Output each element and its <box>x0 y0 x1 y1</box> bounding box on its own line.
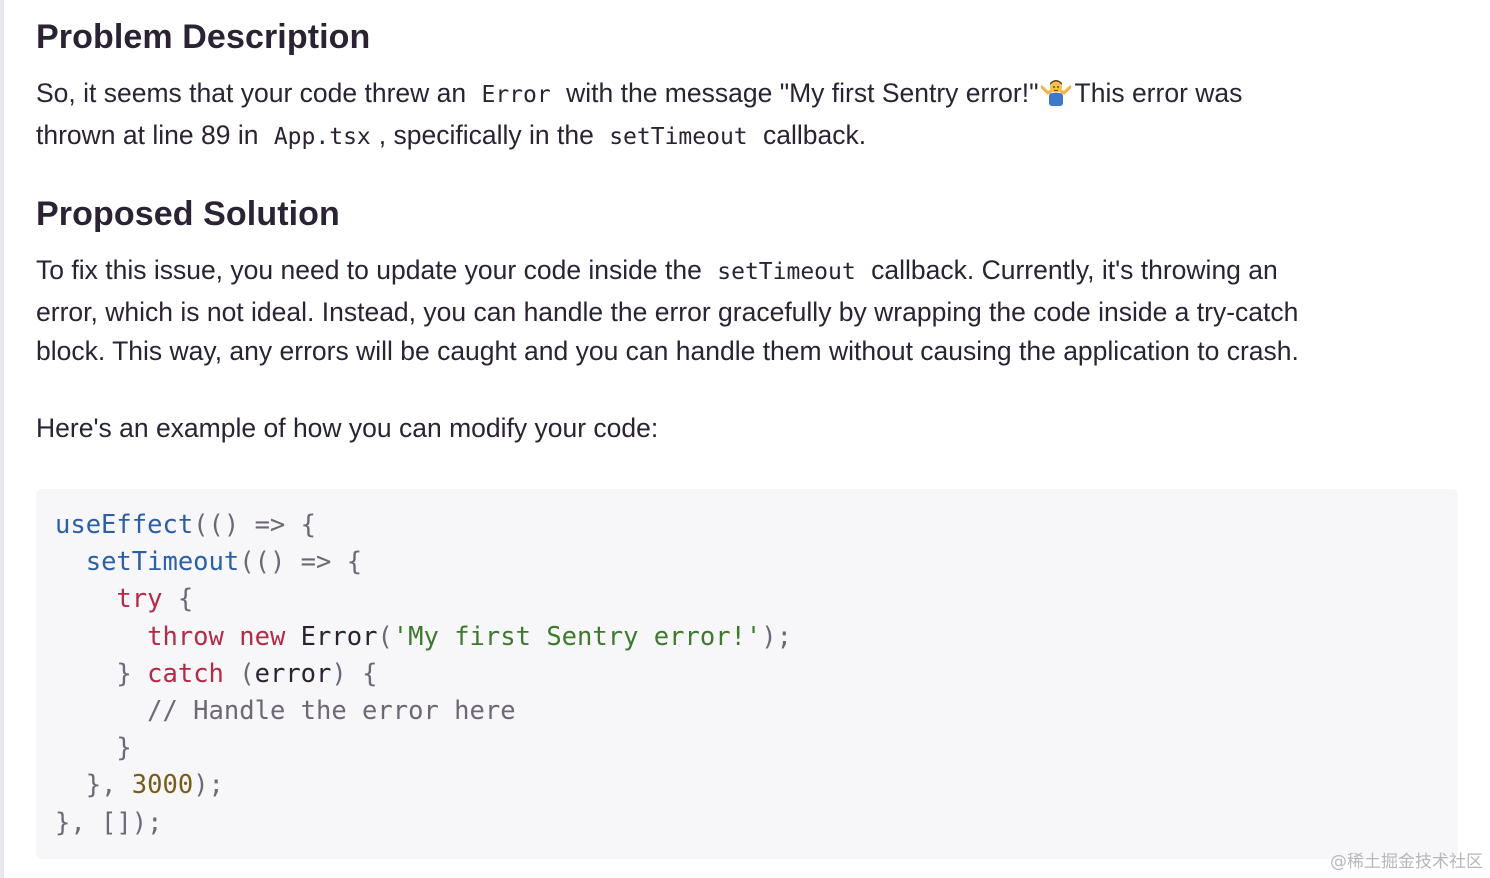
solution-text: error, which is not ideal. Instead, you … <box>36 296 1299 327</box>
code-token-keyword: throw <box>147 621 224 652</box>
code-token-punctuation: (() => { <box>193 510 316 540</box>
code-token-punctuation: ); <box>761 621 792 652</box>
code-block[interactable]: useEffect(() => { setTimeout(() => { try… <box>36 489 1458 859</box>
code-line: } catch (error) { <box>55 656 792 693</box>
code-token-function: useEffect <box>55 510 194 540</box>
solution-text: block. This way, any errors will be caug… <box>36 336 1299 366</box>
code-token-keyword: catch <box>147 658 224 689</box>
inline-code-error: Error <box>481 82 551 108</box>
code-token-string: 'My first Sentry error!' <box>392 621 762 652</box>
solution-text: To fix this issue, you need to update yo… <box>36 255 702 285</box>
code-line: throw new Error('My first Sentry error!'… <box>55 619 792 656</box>
problem-text: This error was <box>1074 78 1243 108</box>
code-line: useEffect(() => { <box>55 507 792 544</box>
code-content[interactable]: useEffect(() => { setTimeout(() => { try… <box>55 507 792 842</box>
problem-text: with the message "My first Sentry error!… <box>566 78 1039 108</box>
problem-text: , specifically in the <box>378 119 594 150</box>
code-token-punctuation: ( <box>377 621 393 652</box>
person-shrugging-emoji-icon <box>1040 80 1071 106</box>
code-token-keyword: try <box>116 584 163 615</box>
problem-heading: Problem Description <box>36 18 371 56</box>
problem-text: callback. <box>763 119 867 150</box>
code-line: setTimeout(() => { <box>55 544 792 581</box>
code-line: }, []); <box>55 805 792 842</box>
code-token-function: setTimeout <box>85 547 240 578</box>
problem-text: thrown at line 89 in <box>36 119 259 150</box>
code-token-comment: // Handle the error here <box>147 695 516 726</box>
code-token-punctuation: } <box>116 658 148 689</box>
code-token-punctuation: } <box>116 733 132 764</box>
problem-paragraph: So, it seems that your code threw an Err… <box>36 74 1242 157</box>
watermark: @稀土掘金技术社区 <box>1330 852 1483 872</box>
code-line: } <box>55 730 792 767</box>
left-border <box>0 0 4 878</box>
code-token-punctuation: }, <box>85 770 132 801</box>
solution-paragraph: To fix this issue, you need to update yo… <box>36 251 1299 372</box>
solution-heading: Proposed Solution <box>36 195 340 233</box>
code-token-punctuation: ); <box>193 770 224 801</box>
code-token-keyword: new <box>239 621 286 652</box>
code-token-identifier: Error <box>300 621 378 652</box>
inline-code-filename: App.tsx <box>273 123 371 150</box>
example-intro: Here's an example of how you can modify … <box>36 413 659 443</box>
code-token-identifier: error <box>254 658 332 689</box>
code-line: // Handle the error here <box>55 693 792 730</box>
code-token-punctuation: }, []); <box>55 807 163 838</box>
code-token-punctuation: (() => { <box>239 547 363 578</box>
code-line: try { <box>55 581 792 618</box>
problem-text: So, it seems that your code threw an <box>36 78 467 108</box>
code-token-punctuation: ( <box>223 658 255 689</box>
inline-code-settimeout: setTimeout <box>717 259 856 285</box>
code-token-punctuation: { <box>162 584 194 615</box>
code-line: }, 3000); <box>55 767 792 804</box>
inline-code-settimeout: setTimeout <box>609 123 748 150</box>
solution-text: callback. Currently, it's throwing an <box>871 255 1278 285</box>
code-token-number: 3000 <box>131 770 194 801</box>
code-token-punctuation: ) { <box>331 658 378 689</box>
